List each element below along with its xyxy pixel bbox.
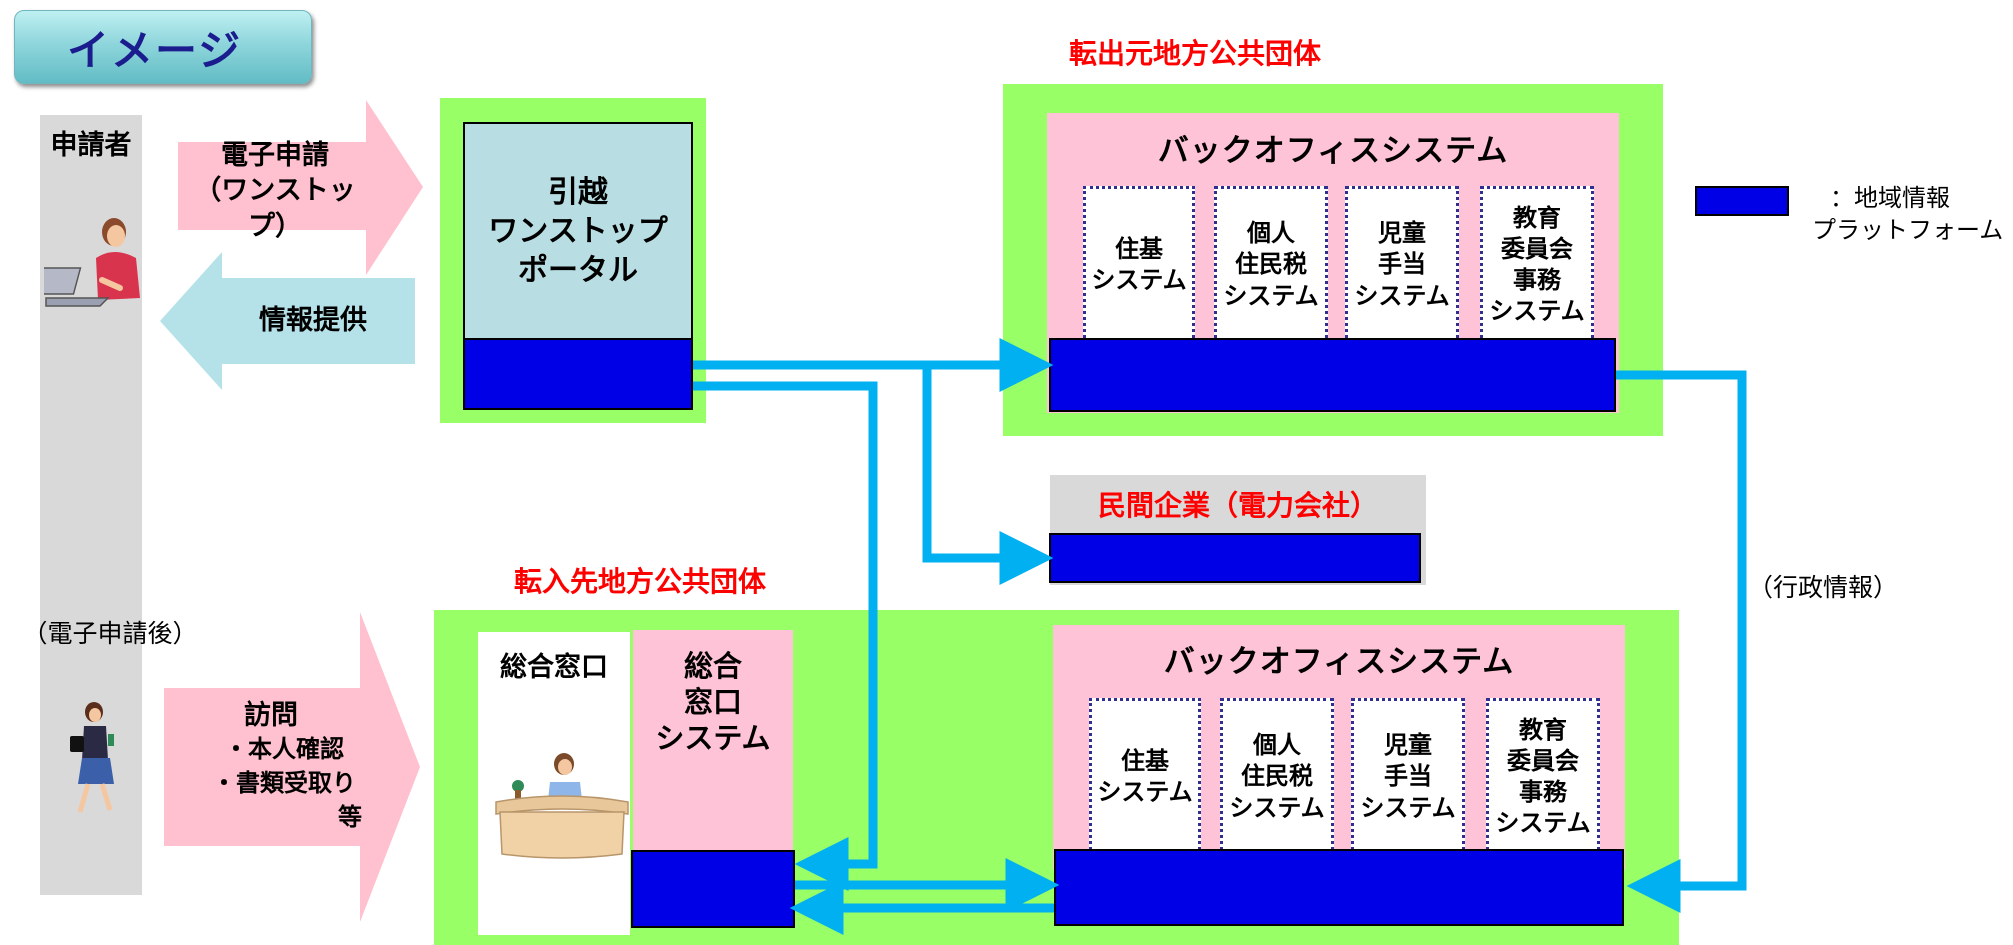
portal-platform	[463, 338, 693, 410]
source-system-3-line-3: システム	[1354, 281, 1450, 310]
source-system-4-line-2: 委員会	[1501, 234, 1573, 263]
dest-system-2-line-1: 個人	[1253, 731, 1301, 760]
dest-system-3-line-3: システム	[1360, 793, 1456, 822]
visit-arrow	[164, 612, 420, 922]
counter-platform	[631, 850, 795, 928]
dest-system-3-line-2: 手当	[1384, 762, 1432, 791]
visit-item3: 等	[338, 803, 362, 831]
e-application-line1: 電子申請	[221, 140, 329, 172]
private-company-title: 民間企業（電力会社）	[1097, 489, 1378, 522]
info-provision-arrow	[160, 252, 415, 390]
title-badge: イメージ	[14, 10, 312, 84]
portal-line2: ワンストップ	[488, 213, 668, 249]
dest-system-box-1: 住基システム	[1089, 698, 1201, 856]
counter-system-line3: システム	[655, 721, 771, 756]
portal-box: 引越 ワンストップ ポータル	[463, 122, 693, 340]
counter-system-line1: 総合	[683, 648, 742, 683]
dest-system-box-2: 個人住民税システム	[1220, 698, 1334, 856]
legend-line2: プラットフォーム	[1812, 216, 2004, 245]
source-system-4-line-1: 教育	[1513, 203, 1561, 232]
e-application-arrow	[178, 100, 423, 275]
source-system-3-line-2: 手当	[1378, 250, 1426, 279]
applicant-label: 申請者	[50, 129, 132, 161]
legend-swatch	[1695, 186, 1789, 216]
e-application-line2: （ワンストップ）	[194, 175, 356, 242]
portal-line3: ポータル	[518, 252, 638, 288]
dest-system-2-line-3: システム	[1229, 793, 1325, 822]
source-platform	[1049, 338, 1616, 412]
private-platform	[1049, 533, 1421, 583]
source-system-box-3: 児童手当システム	[1345, 186, 1459, 344]
dest-system-box-4: 教育委員会事務システム	[1486, 698, 1600, 856]
page-title: イメージ	[67, 25, 243, 75]
dest-system-3-line-1: 児童	[1384, 731, 1432, 760]
source-system-4-line-4: システム	[1489, 297, 1585, 326]
dest-system-4-line-3: 事務	[1519, 778, 1567, 806]
source-system-1-line-1: 住基	[1115, 234, 1163, 263]
visit-label: 訪問 ・本人確認 ・書類受取り 等	[200, 698, 370, 848]
source-system-2-line-2: 住民税	[1235, 250, 1307, 279]
source-system-box-2: 個人住民税システム	[1214, 186, 1328, 344]
dest-system-4-line-2: 委員会	[1507, 746, 1579, 775]
dest-system-1-line-1: 住基	[1121, 746, 1169, 775]
source-system-4-line-3: 事務	[1513, 266, 1561, 294]
visit-item1: ・本人確認	[224, 735, 344, 763]
admin-info-label: （行政情報）	[1748, 573, 1899, 602]
dest-system-4-line-4: システム	[1495, 809, 1591, 838]
walking-woman-icon	[70, 702, 114, 813]
source-backoffice-title: バックオフィスシステム	[1157, 132, 1509, 169]
dest-platform	[1054, 849, 1624, 926]
e-application-label: 電子申請 （ワンストップ）	[180, 140, 370, 241]
person-at-laptop-icon	[44, 218, 140, 307]
receptionist-desk-icon	[495, 753, 629, 859]
dest-system-1-line-2: システム	[1097, 778, 1193, 806]
visit-item2: ・書類受取り	[212, 769, 356, 797]
legend-line1: ：地域情報	[1830, 184, 1950, 212]
counter-label: 総合窓口	[500, 651, 608, 683]
counter-system-label: 総合 窓口 システム	[633, 642, 793, 762]
info-provision-label: 情報提供	[259, 305, 367, 337]
source-system-3-line-1: 児童	[1378, 219, 1426, 248]
source-system-2-line-3: システム	[1223, 281, 1319, 310]
source-system-2-line-1: 個人	[1247, 219, 1295, 248]
legend-label: ：地域情報 プラットフォーム	[1812, 182, 2012, 252]
dest-system-box-3: 児童手当システム	[1351, 698, 1465, 856]
after-application-label: （電子申請後）	[22, 619, 198, 648]
dest-system-4-line-1: 教育	[1519, 715, 1567, 744]
visit-title: 訪問	[244, 700, 298, 731]
source-system-box-1: 住基システム	[1083, 186, 1195, 344]
counter-system-line2: 窓口	[683, 684, 742, 719]
source-system-1-line-2: システム	[1091, 266, 1187, 294]
dest-org-title: 転入先地方公共団体	[513, 565, 766, 598]
portal-line1: 引越	[548, 174, 608, 210]
dest-system-2-line-2: 住民税	[1241, 762, 1313, 791]
source-org-title: 転出元地方公共団体	[1068, 37, 1321, 70]
source-system-box-4: 教育委員会事務システム	[1480, 186, 1594, 344]
dest-backoffice-title: バックオフィスシステム	[1163, 643, 1515, 680]
